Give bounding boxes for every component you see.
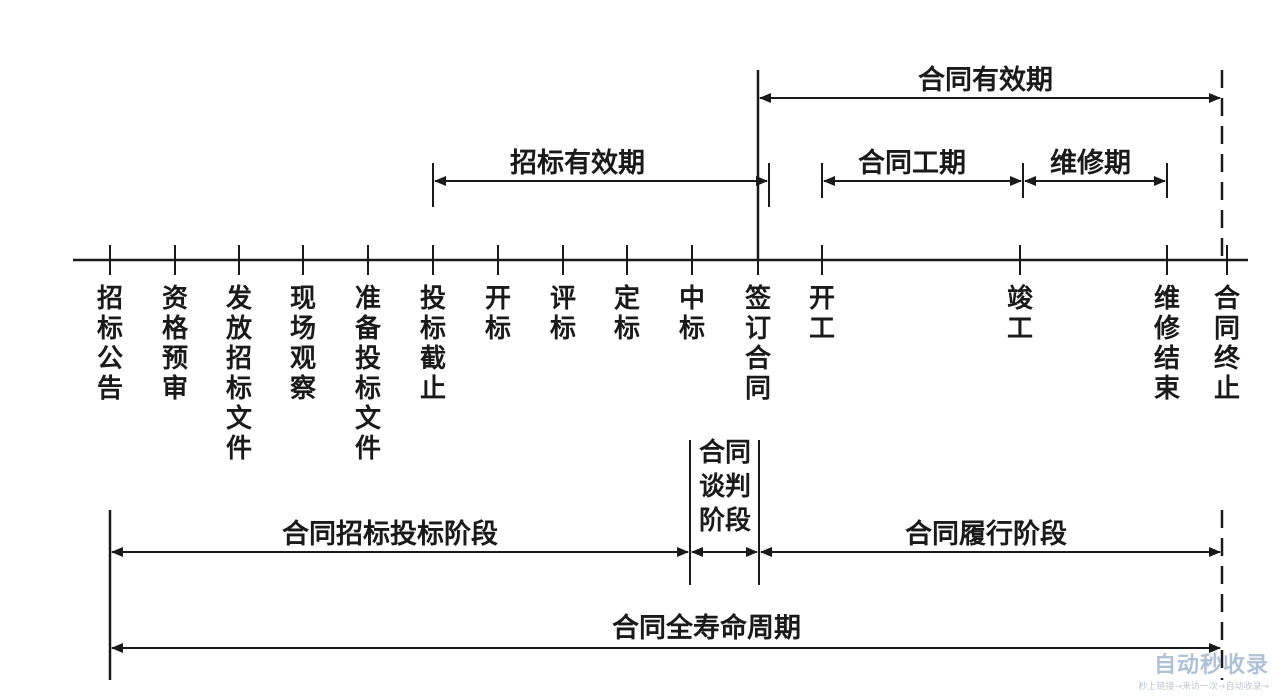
performance-phase-label: 合同履行阶段 bbox=[905, 519, 1067, 550]
watermark-brand: 自动秒收录 bbox=[1153, 653, 1269, 678]
milestone-label: 中标 bbox=[678, 284, 705, 344]
milestone-label: 投标截止 bbox=[419, 284, 446, 404]
maintenance-label: 维修期 bbox=[1050, 148, 1131, 179]
bidding-phase-label: 合同招标投标阶段 bbox=[282, 519, 498, 550]
milestone-label: 招标公告 bbox=[96, 284, 123, 404]
milestone-label: 现场观察 bbox=[289, 284, 316, 404]
milestone-label: 评标 bbox=[549, 284, 576, 344]
construction-label: 合同工期 bbox=[858, 148, 966, 179]
bid-valid-label: 招标有效期 bbox=[510, 148, 645, 179]
milestone-label: 维修结束 bbox=[1153, 284, 1180, 404]
milestone-label: 合同终止 bbox=[1213, 284, 1240, 404]
milestone-label: 准备投标文件 bbox=[354, 284, 381, 464]
contract-valid-label: 合同有效期 bbox=[918, 65, 1053, 96]
milestone-label: 签订合同 bbox=[744, 284, 771, 404]
milestone-label: 定标 bbox=[613, 284, 640, 344]
negotiation-line-3: 阶段 bbox=[698, 506, 751, 536]
watermark-slogan: 秒上链接→来访一次→自动收录→ bbox=[1138, 682, 1269, 692]
lifecycle-label: 合同全寿命周期 bbox=[612, 613, 801, 644]
milestone-label: 开标 bbox=[484, 284, 511, 344]
negotiation-line-2: 谈判 bbox=[698, 472, 751, 502]
milestone-label: 竣工 bbox=[1006, 284, 1033, 344]
negotiation-phase-label: 合同 谈判 阶段 bbox=[693, 436, 757, 538]
negotiation-line-1: 合同 bbox=[698, 438, 751, 468]
milestone-label: 开工 bbox=[808, 284, 835, 344]
milestone-label: 资格预审 bbox=[161, 284, 188, 404]
watermark-logo: 自动秒收录 秒上链接→来访一次→自动收录→ bbox=[1138, 647, 1269, 692]
milestone-label: 发放招标文件 bbox=[225, 284, 252, 464]
